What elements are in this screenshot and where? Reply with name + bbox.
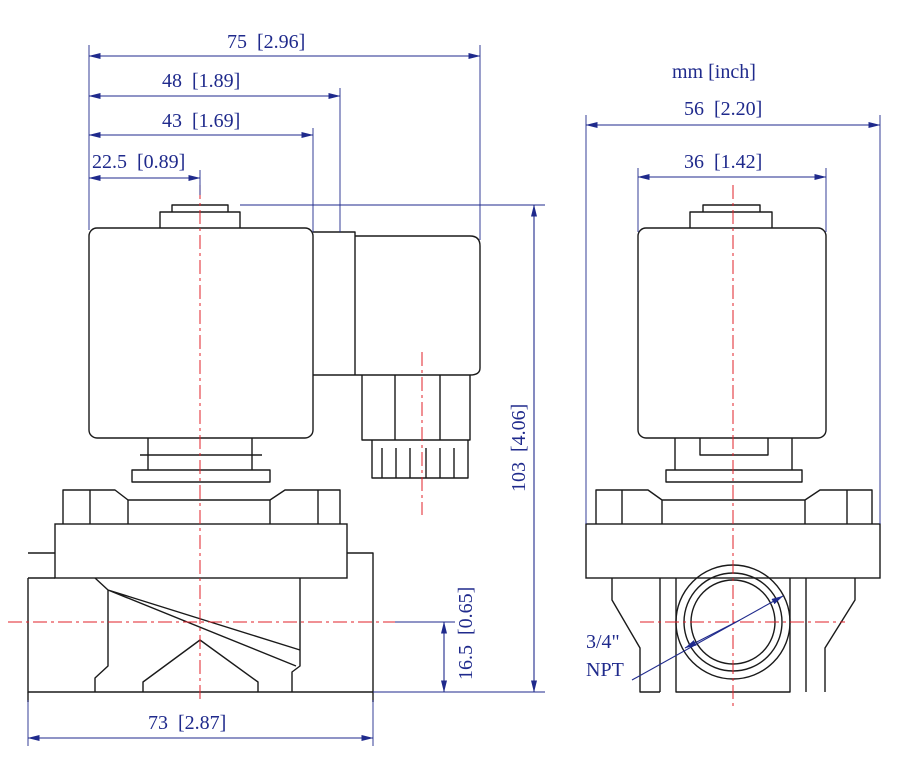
port-thread-label: NPT — [586, 659, 624, 681]
side-coil-nut — [689, 204, 773, 228]
side-dim-coil-width: 36 [1.42] — [684, 151, 762, 173]
side-dimensions: mm [inch] 56 [2.20] 36 [1.42] 3/4" NPT — [585, 61, 881, 681]
front-connector — [313, 231, 481, 376]
front-body-flange — [54, 523, 348, 579]
front-flow-passage — [94, 577, 301, 692]
side-view — [585, 185, 881, 710]
dim-axis-offset: 22.5 [0.89] — [92, 151, 185, 173]
side-armature-tube — [665, 438, 803, 483]
front-cable-nut — [371, 440, 469, 479]
dim-port-height: 16.5 [0.65] — [455, 587, 477, 680]
port-size-label: 3/4" — [586, 631, 620, 653]
dim-overall-width: 75 [2.96] — [227, 31, 305, 53]
dim-overall-height: 103 [4.06] — [508, 404, 530, 492]
port-leader-line — [631, 595, 784, 681]
side-bonnet — [595, 489, 873, 524]
side-coil — [637, 227, 827, 439]
side-dim-overall-width: 56 [2.20] — [684, 98, 762, 120]
dim-coil-width: 43 [1.69] — [162, 110, 240, 132]
front-armature-tube — [131, 438, 271, 483]
front-bonnet — [62, 489, 341, 524]
units-label: mm [inch] — [672, 61, 756, 83]
front-dimensions: 75 [2.96] 48 [1.89] 43 [1.69] 22.5 [0.89… — [27, 31, 545, 746]
port-leader-second-arrow — [684, 619, 741, 649]
front-coil — [88, 227, 314, 439]
front-view — [8, 185, 481, 702]
front-bonnet-ring — [89, 490, 319, 524]
dim-body-length: 73 [2.87] — [148, 712, 226, 734]
dim-connector-width: 48 [1.89] — [162, 70, 240, 92]
front-connector-gland — [361, 375, 471, 441]
